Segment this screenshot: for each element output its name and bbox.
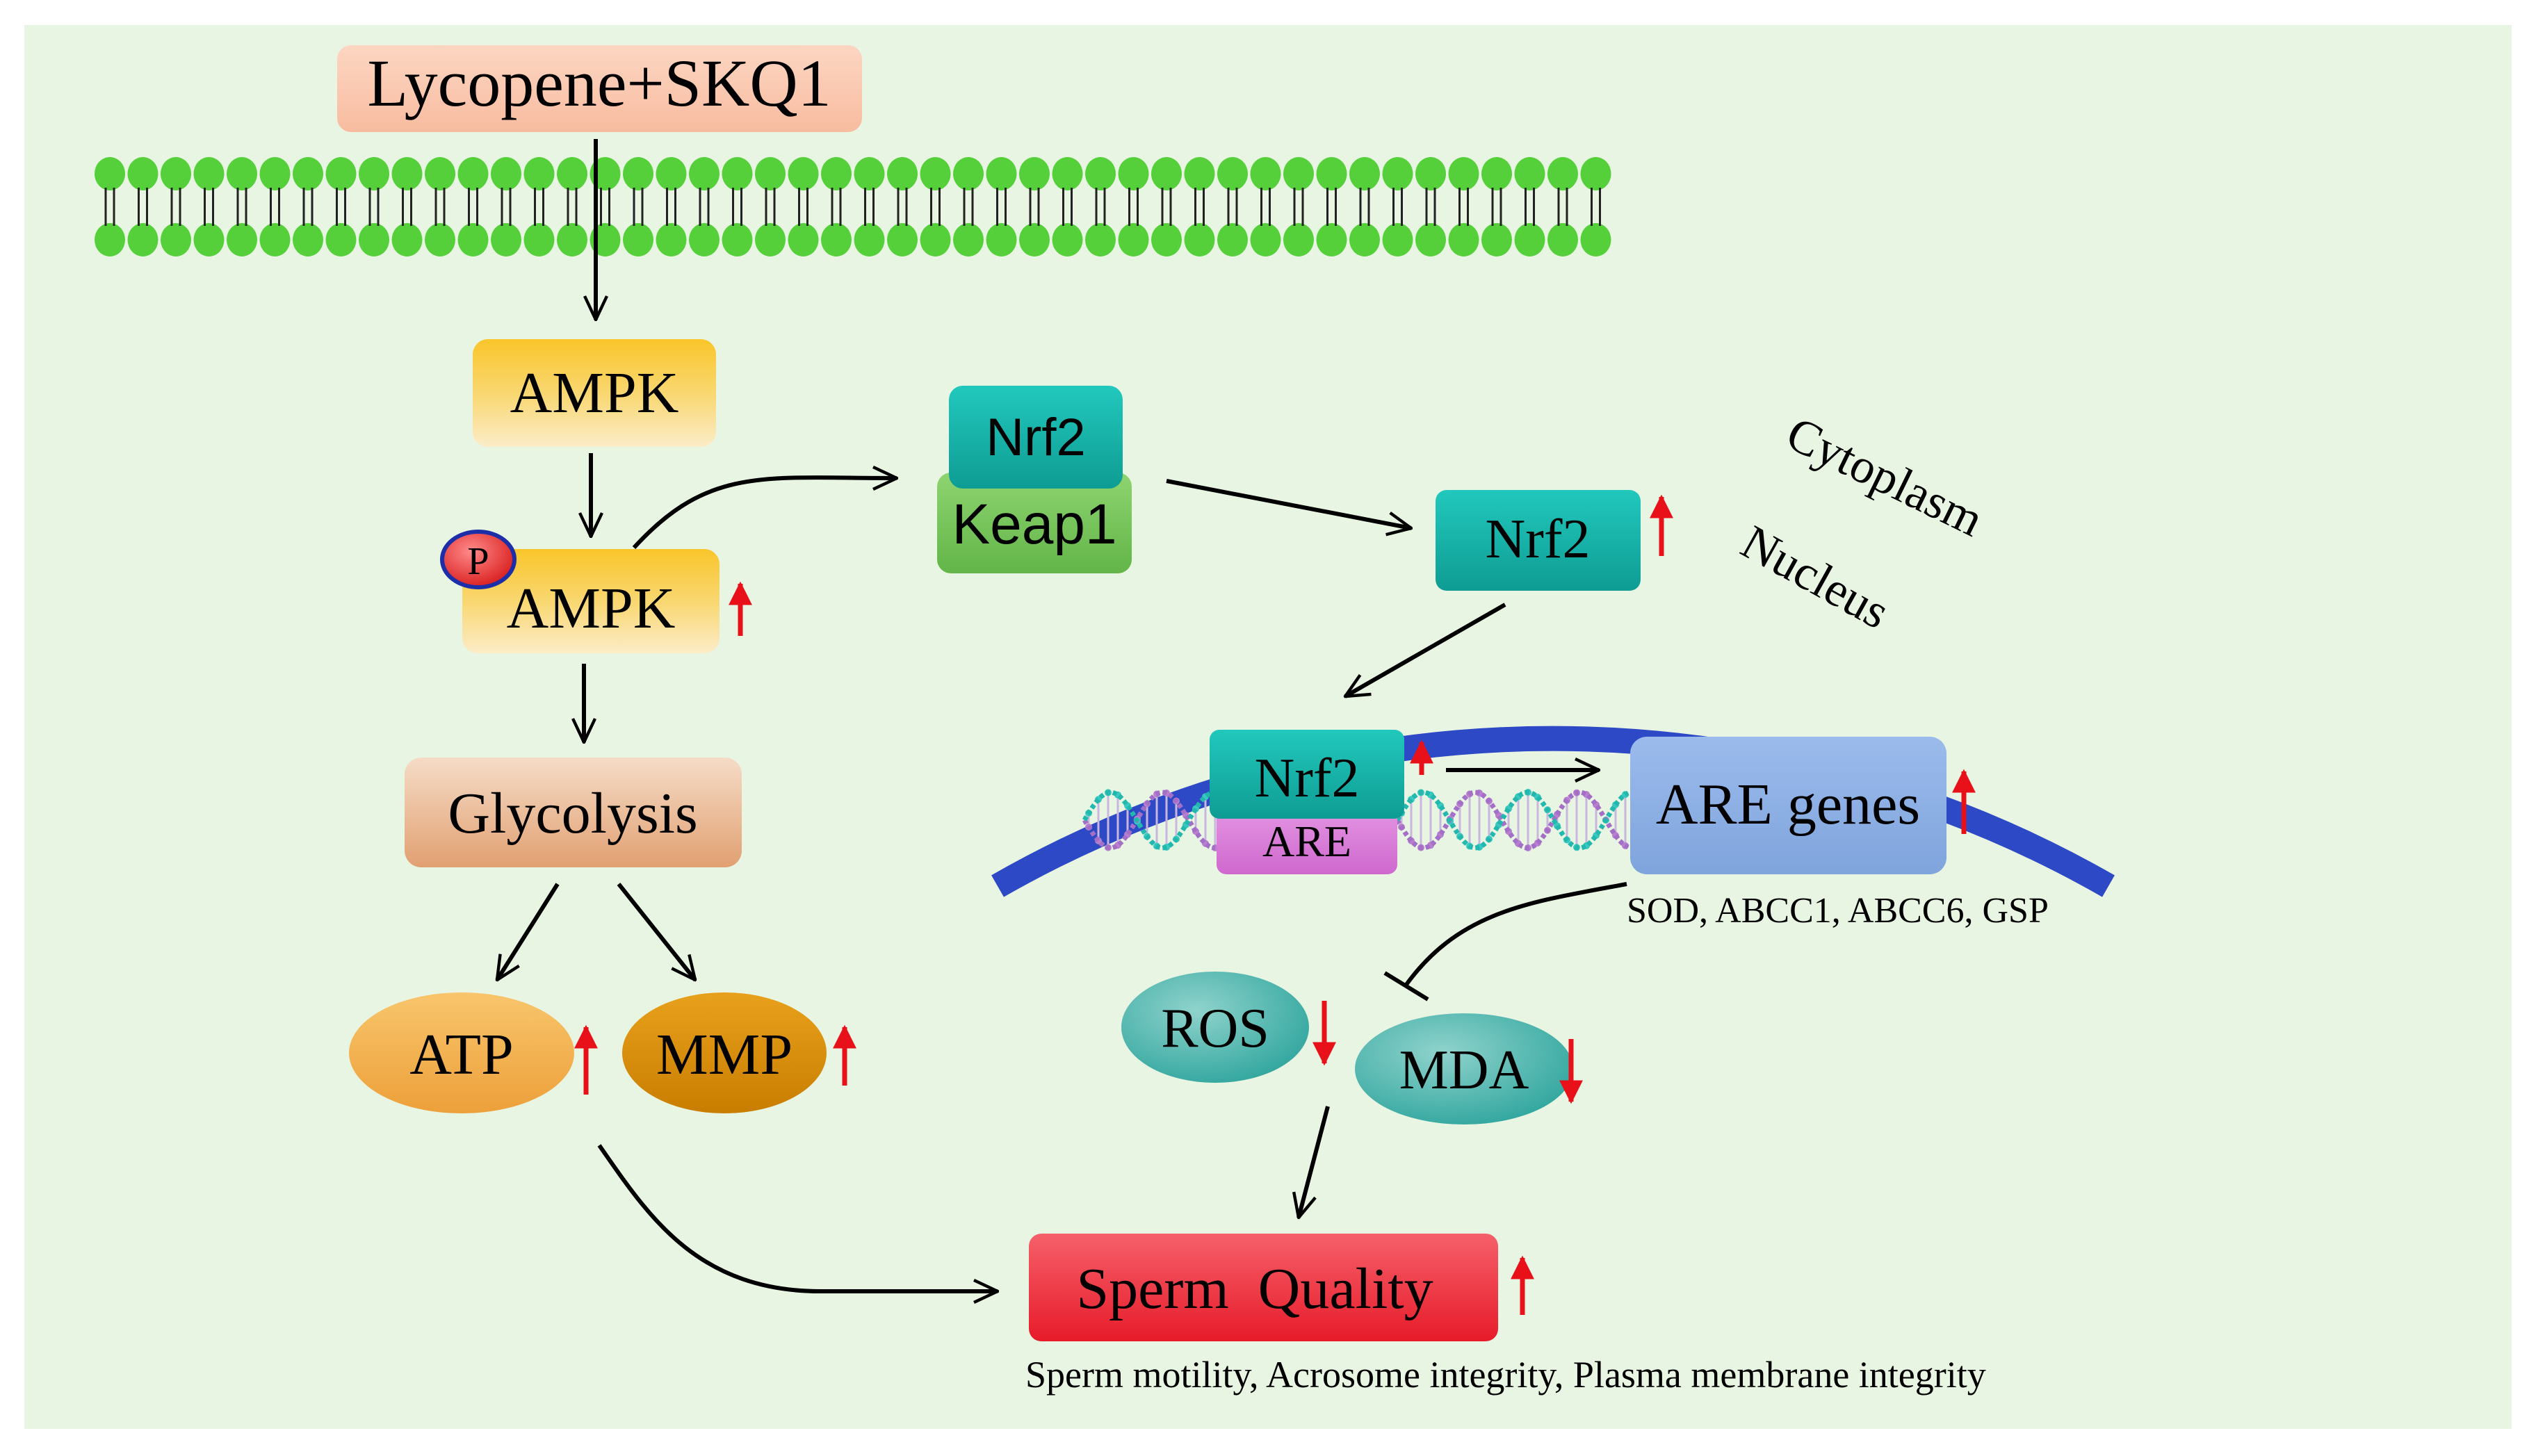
membrane-phospholipid [1217,157,1248,256]
arrow-glycolysis-to-atp [497,883,560,980]
inhibition-bar [1383,971,1429,1001]
ampk-box: AMPK [473,339,716,447]
membrane-phospholipid [1184,157,1215,256]
nrf2-translocated-box: Nrf2 [1436,490,1641,591]
ros-oval: ROS [1121,972,1309,1083]
glycolysis-label: Glycolysis [448,781,697,846]
nrf2-translocated-label: Nrf2 [1485,509,1590,570]
keap1-label: Keap1 [952,493,1116,556]
nrf2-bound-box: Nrf2 [1210,730,1404,819]
arrow-pampk-to-nrf2-keap1 [632,477,897,550]
nrf2-bound-label: Nrf2 [1254,748,1359,809]
ros-label: ROS [1161,998,1269,1059]
membrane-phospholipid [623,157,653,256]
nucleus-label: Nucleus [1732,516,1898,640]
membrane-phospholipid [1019,157,1050,256]
membrane-phospholipid [1316,157,1347,256]
cytoplasm-label: Cytoplasm [1778,407,1991,547]
membrane-phospholipid [1349,157,1380,256]
membrane-phospholipid [293,157,323,256]
membrane-phospholipid [457,157,489,256]
arrow-mda-to-sperm-quality [1299,1106,1330,1218]
diagram-background [24,25,2512,1429]
membrane-phospholipid [953,157,984,256]
membrane-phospholipid [821,157,852,256]
membrane-phospholipid [1283,157,1314,256]
membrane-phospholipid [920,157,951,256]
membrane-phospholipid [986,157,1017,256]
nrf2-keap1-label: Nrf2 [986,408,1086,467]
membrane-phospholipid [1250,157,1281,256]
membrane-phospholipid [1580,157,1611,256]
regulation-indicators [574,494,1976,1315]
nrf2-keap1-box: Nrf2 [949,386,1123,489]
membrane-phospholipid [887,157,918,256]
membrane-phospholipid [491,157,521,256]
mmp-oval: MMP [622,992,827,1113]
membrane-phospholipid [1448,157,1479,256]
membrane-phospholipid [1118,157,1149,256]
phospho-ampk-label: AMPK [507,576,676,641]
lycopene-skq1-box: Lycopene+SKQ1 [337,45,862,132]
cell-membrane [95,157,1611,256]
phospho-ampk-box: AMPK [462,549,720,653]
nucleus-membrane-arc [991,726,2115,897]
membrane-phospholipid [325,157,357,256]
arrow-glycolysis-to-mmp [617,883,695,980]
inhibition-genes-to-ros-mda [1404,882,1627,987]
membrane-phospholipid [1151,157,1182,256]
membrane-phospholipid [1547,157,1578,256]
lycopene-skq1-label: Lycopene+SKQ1 [367,46,831,120]
membrane-phospholipid [1514,157,1545,256]
membrane-phospholipid [788,157,819,256]
arrow-nrf2-to-are [1345,603,1506,698]
ampk-label: AMPK [510,361,679,425]
pathway-arrows [497,139,1627,1291]
are-genes-label: ARE genes [1656,772,1920,837]
membrane-phospholipid [689,157,720,256]
mda-label: MDA [1399,1040,1529,1101]
keap1-box: Keap1 [937,473,1132,573]
phosphate-badge: P [440,530,517,589]
atp-label: ATP [409,1022,513,1087]
mmp-label: MMP [656,1022,792,1087]
membrane-phospholipid [854,157,885,256]
sperm-quality-details: Sperm motility, Acrosome integrity, Plas… [1025,1354,1986,1396]
glycolysis-box: Glycolysis [405,758,742,867]
membrane-phospholipid [656,157,687,256]
membrane-phospholipid [523,157,555,256]
arrow-keap1-to-nrf2 [1166,479,1411,528]
membrane-phospholipid [425,157,455,256]
membrane-phospholipid [755,157,786,256]
are-genes-box: ARE genes [1630,737,1946,874]
sperm-quality-label: Sperm Quality [1076,1257,1433,1321]
membrane-phospholipid [722,157,753,256]
membrane-phospholipid [193,157,225,256]
membrane-phospholipid [1415,157,1446,256]
membrane-phospholipid [227,157,257,256]
membrane-phospholipid [95,157,125,256]
arrow-atp-to-sperm-quality [597,1144,998,1291]
membrane-phospholipid [1382,157,1413,256]
sperm-quality-box: Sperm Quality [1029,1234,1498,1341]
dna-helix [1082,789,1629,851]
membrane-phospholipid [557,157,587,256]
membrane-phospholipid [127,157,158,256]
membrane-phospholipid [161,157,191,256]
membrane-phospholipid [1052,157,1083,256]
membrane-phospholipid [391,157,423,256]
membrane-phospholipid [1085,157,1116,256]
membrane-phospholipid [1481,157,1512,256]
membrane-phospholipid [259,157,291,256]
atp-oval: ATP [349,992,574,1113]
membrane-phospholipid [359,157,389,256]
phosphate-label: P [467,540,489,583]
mda-oval: MDA [1355,1013,1573,1124]
are-genes-list: SOD, ABCC1, ABCC6, GSP [1627,891,2049,931]
are-label: ARE [1262,817,1351,866]
